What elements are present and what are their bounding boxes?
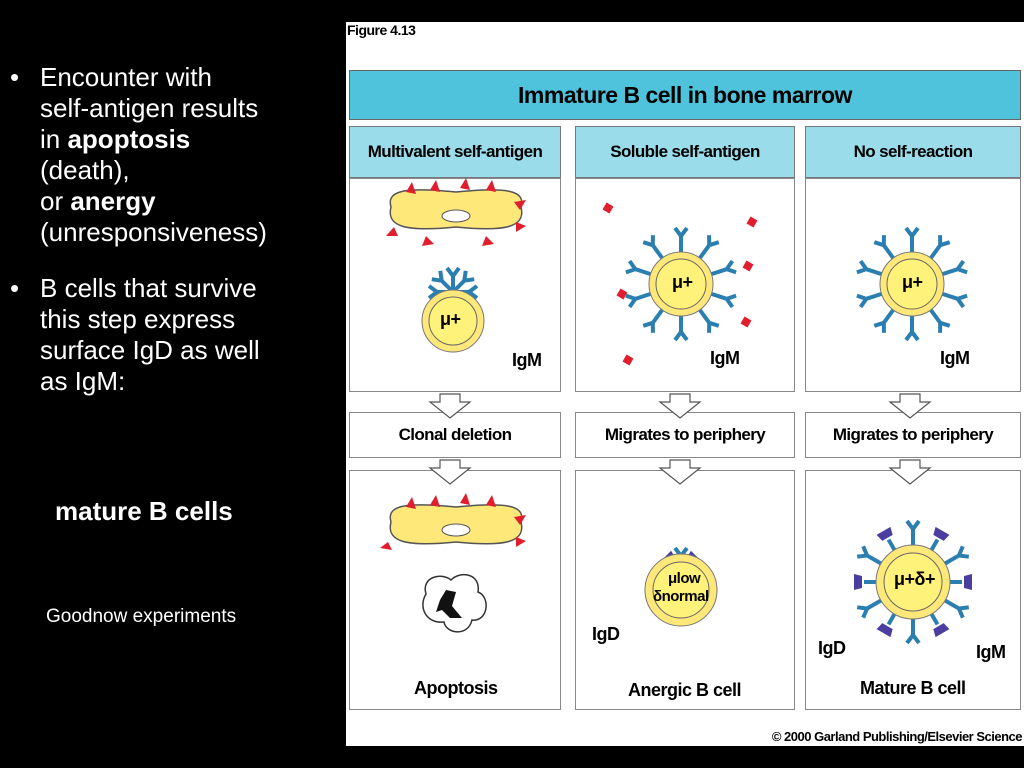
column-header-soluble: Soluble self-antigen [575, 126, 795, 178]
immature-b-cell-1 [421, 266, 485, 353]
bullet-dot: • [10, 62, 20, 92]
bullet-list: • Encounter with self-antigen results in… [0, 62, 345, 397]
mid-label-migrates-1: Migrates to periphery [575, 412, 795, 458]
soluble-antigens [602, 202, 758, 366]
bottom-label-anergic: Anergic B cell [628, 680, 742, 700]
figure: Figure 4.13 Immature B cell in bone marr… [346, 22, 1024, 746]
bullet-text: Encounter with [40, 62, 212, 92]
antigen-spikes-top [386, 178, 526, 246]
goodnow-label: Goodnow experiments [46, 606, 237, 627]
apoptosis-membrane [389, 504, 523, 545]
igm-receptor [623, 258, 655, 282]
arrow-down-3b [889, 459, 931, 485]
igm-label-2: IgM [710, 348, 740, 368]
arrow-down-2b [659, 459, 701, 485]
bullet-text: (death), [40, 155, 130, 185]
arrow-down-3a [889, 393, 931, 419]
bullet-text: or anergy [40, 186, 156, 216]
igm-receptor [623, 286, 655, 310]
mature-b-cell [875, 544, 951, 620]
antigen-spikes-bottom [380, 493, 526, 550]
column-header-no-reaction: No self-reaction [805, 126, 1021, 178]
bottom-label-apoptosis: Apoptosis [414, 678, 498, 698]
igm-label-1: IgM [512, 350, 542, 370]
igm-receptor [854, 258, 886, 282]
anergic-b-cell [644, 546, 718, 627]
immature-b-cell-2 [648, 251, 714, 317]
figure-banner: Immature B cell in bone marrow [349, 70, 1021, 120]
igm-label-3: IgM [940, 348, 970, 368]
bullet-text: as IgM: [40, 366, 126, 396]
bullet-text: surface IgD as well [40, 335, 260, 365]
bullet-text: self-antigen results [40, 93, 259, 123]
bullet-apoptosis-anergy: • Encounter with self-antigen results in… [0, 62, 345, 248]
bullet-text: this step express [40, 304, 236, 334]
igm-receptor [707, 258, 739, 282]
bullet-text: in apoptosis [40, 124, 191, 154]
bullet-text: B cells that survive [40, 273, 257, 303]
column-header-multivalent: Multivalent self-antigen [349, 126, 561, 178]
igm-receptor [673, 226, 689, 254]
multivalent-antigen-membrane [389, 189, 523, 230]
anergic-marker-mu: μlow [668, 570, 701, 587]
anergic-marker-delta: δnormal [653, 588, 709, 605]
igm-receptor [904, 314, 920, 342]
arrow-down-1a [429, 393, 471, 419]
cell-marker-2: μ+ [672, 272, 693, 292]
igm-receptor [938, 258, 970, 282]
igm-receptor [905, 617, 921, 645]
igm-receptor [904, 226, 920, 254]
igm-receptor [854, 286, 886, 310]
igm-receptor [938, 286, 970, 310]
bullet-dot: • [10, 273, 20, 303]
igm-receptor [673, 314, 689, 342]
mature-marker: μ+δ+ [894, 569, 935, 589]
igd-label-2: IgD [592, 624, 620, 644]
mid-label-clonal-deletion: Clonal deletion [349, 412, 561, 458]
figure-drawing [380, 178, 974, 645]
igm-label-bottom: IgM [976, 642, 1006, 662]
cell-marker-3: μ+ [902, 272, 923, 292]
arrow-down-2a [659, 393, 701, 419]
cell-marker-1: μ+ [440, 309, 461, 329]
bullet-text: (unresponsiveness) [40, 217, 267, 247]
mid-label-migrates-2: Migrates to periphery [805, 412, 1021, 458]
igd-receptor [948, 572, 974, 592]
bullet-igd: • B cells that survive this step express… [0, 273, 345, 397]
igd-receptor [852, 572, 878, 592]
figure-label: Figure 4.13 [347, 22, 416, 38]
arrow-down-1b [429, 459, 471, 485]
igm-receptor [707, 286, 739, 310]
immature-b-cell-3 [879, 251, 945, 317]
copyright: © 2000 Garland Publishing/Elsevier Scien… [771, 729, 1023, 744]
mature-b-cells-label: mature B cells [55, 496, 233, 526]
igm-receptor [905, 519, 921, 547]
apoptotic-cell [422, 573, 487, 633]
igd-label-3: IgD [818, 638, 846, 658]
bottom-label-mature: Mature B cell [860, 678, 966, 698]
